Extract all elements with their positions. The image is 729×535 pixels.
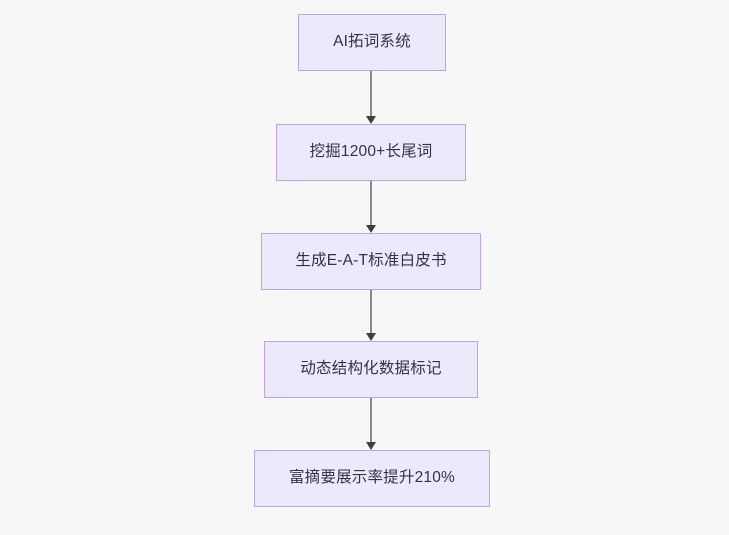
flow-node-label: 挖掘1200+长尾词 <box>309 143 433 161</box>
flow-connector-2 <box>365 181 377 233</box>
flow-node-node2[interactable]: 挖掘1200+长尾词 <box>276 124 466 181</box>
connector-line <box>370 71 372 117</box>
connector-line <box>370 290 372 334</box>
flow-node-label: AI拓词系统 <box>333 33 411 51</box>
flow-connector-3 <box>365 290 377 341</box>
flow-node-node1[interactable]: AI拓词系统 <box>298 14 446 71</box>
flow-node-label: 动态结构化数据标记 <box>300 360 442 378</box>
flow-node-label: 生成E-A-T标准白皮书 <box>295 252 447 270</box>
flow-connector-1 <box>365 71 377 124</box>
flow-connector-4 <box>365 398 377 450</box>
arrowhead-icon <box>366 333 376 341</box>
connector-line <box>370 398 372 443</box>
connector-line <box>370 181 372 226</box>
flow-node-node5[interactable]: 富摘要展示率提升210% <box>254 450 490 507</box>
arrowhead-icon <box>366 442 376 450</box>
flow-node-node3[interactable]: 生成E-A-T标准白皮书 <box>261 233 481 290</box>
arrowhead-icon <box>366 116 376 124</box>
arrowhead-icon <box>366 225 376 233</box>
flow-node-node4[interactable]: 动态结构化数据标记 <box>264 341 478 398</box>
flow-node-label: 富摘要展示率提升210% <box>288 469 456 487</box>
